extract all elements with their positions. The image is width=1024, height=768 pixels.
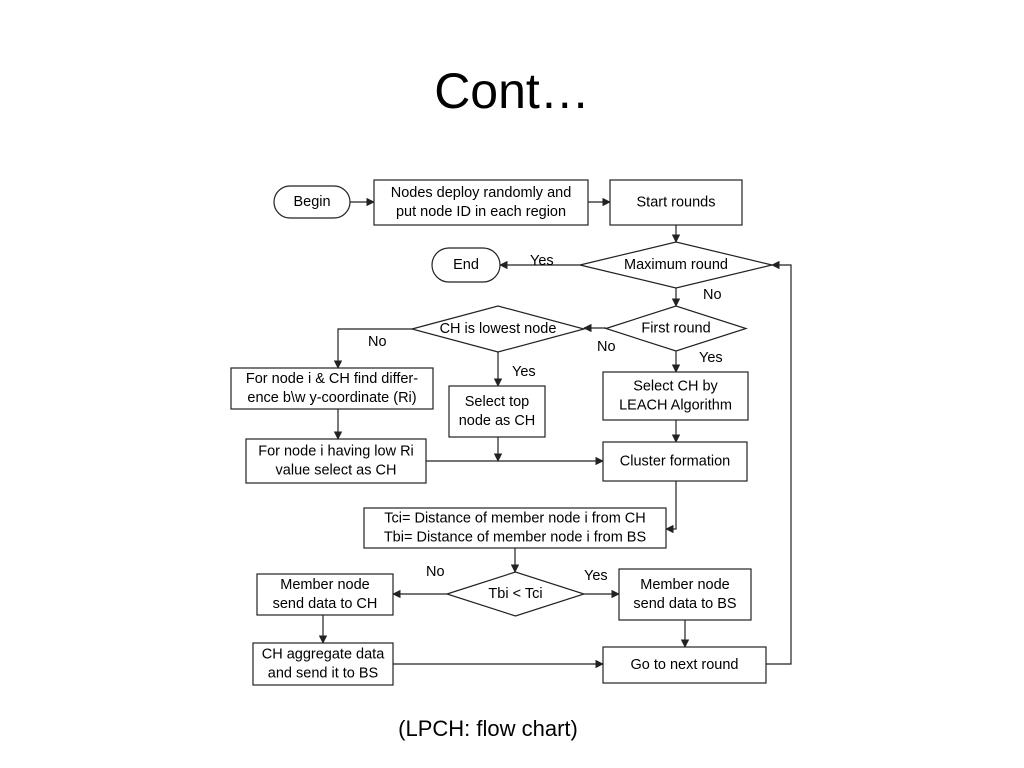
- process-shape: [252, 642, 394, 686]
- edge-cluster-to-distances: [665, 481, 677, 534]
- node-label: End: [453, 257, 479, 273]
- node-next-round: Go to next round: [602, 646, 767, 684]
- node-send-ch: Member node send data to CH: [256, 573, 394, 616]
- node-label: Cluster formation: [620, 454, 730, 470]
- node-label: Go to next round: [630, 657, 738, 673]
- node-label: Select top: [465, 394, 530, 410]
- node-label: Tbi= Distance of member node i from BS: [384, 530, 646, 546]
- edge-label-tbi-no: No: [426, 564, 445, 580]
- node-label: ence b\w y-coordinate (Ri): [247, 390, 416, 406]
- node-low-ri: For node i having low Ri value select as …: [245, 438, 427, 484]
- process-shape: [609, 179, 743, 226]
- node-first-round: First round: [604, 305, 748, 352]
- node-send-bs: Member node send data to BS: [618, 568, 752, 621]
- node-label: For node i having low Ri: [258, 444, 414, 460]
- process-shape: [245, 438, 427, 484]
- node-deploy: Nodes deploy randomly and put node ID in …: [373, 179, 589, 226]
- edge-label-first-yes: Yes: [699, 350, 723, 366]
- decision-shape: [409, 305, 587, 353]
- process-shape: [618, 568, 752, 621]
- edge-lowest-no-to-find: [333, 328, 412, 369]
- decision-shape: [445, 571, 586, 617]
- node-label: Start rounds: [637, 195, 716, 211]
- terminal-shape: [431, 247, 501, 283]
- node-label: put node ID in each region: [396, 204, 566, 220]
- node-label: Member node: [640, 577, 729, 593]
- node-label: Nodes deploy randomly and: [391, 185, 572, 201]
- node-label: node as CH: [459, 413, 536, 429]
- node-cluster-formation: Cluster formation: [602, 441, 748, 482]
- edge-label-tbi-yes: Yes: [584, 568, 608, 584]
- node-label: send data to CH: [273, 596, 378, 612]
- node-start-rounds: Start rounds: [609, 179, 743, 226]
- edge-label-first-no: No: [597, 339, 616, 355]
- node-label: and send it to BS: [268, 666, 378, 682]
- node-label: Maximum round: [624, 257, 728, 273]
- node-label: For node i & CH find differ-: [246, 371, 418, 387]
- node-label: Tci= Distance of member node i from CH: [384, 511, 646, 527]
- decision-shape: [579, 241, 773, 289]
- process-shape: [602, 371, 749, 421]
- node-distances: Tci= Distance of member node i from CH Tb…: [363, 507, 667, 549]
- node-label: Member node: [280, 577, 369, 593]
- process-shape: [230, 367, 434, 410]
- node-label: First round: [641, 321, 710, 337]
- edge-label-lowest-yes: Yes: [512, 364, 536, 380]
- node-label: value select as CH: [276, 463, 397, 479]
- node-label: CH is lowest node: [440, 321, 557, 337]
- node-label: Tbi < Tci: [488, 586, 542, 602]
- edge-next-to-maximum-loop: [766, 260, 792, 665]
- node-find-difference: For node i & CH find differ-ence b\w y-c…: [230, 367, 434, 410]
- node-ch-lowest: CH is lowest node: [409, 305, 587, 353]
- node-aggregate: CH aggregate data and send it to BS: [252, 642, 394, 686]
- edge-label-lowest-no: No: [368, 334, 387, 350]
- node-label: LEACH Algorithm: [619, 398, 732, 414]
- node-label: Begin: [293, 194, 330, 210]
- process-shape: [602, 646, 767, 684]
- edge-label-max-yes: Yes: [530, 253, 554, 269]
- flowchart-caption: (LPCH: flow chart): [398, 716, 578, 741]
- node-label: send data to BS: [633, 596, 736, 612]
- node-leach: Select CH by LEACH Algorithm: [602, 371, 749, 421]
- edge-label-max-no: No: [703, 287, 722, 303]
- node-label: Select CH by: [633, 379, 718, 395]
- node-select-top: Select top node as CH: [448, 385, 546, 438]
- edges: [318, 197, 792, 669]
- decision-shape: [604, 305, 748, 352]
- node-end: End: [431, 247, 501, 283]
- slide-title: Cont…: [434, 63, 590, 119]
- process-shape: [256, 573, 394, 616]
- nodes: Begin Nodes deploy randomly and put node I…: [230, 179, 773, 686]
- process-shape: [373, 179, 589, 226]
- node-label: CH aggregate data: [262, 647, 385, 663]
- process-shape: [448, 385, 546, 438]
- node-tbi-tci: Tbi < Tci: [445, 571, 586, 617]
- node-maximum-round: Maximum round: [579, 241, 773, 289]
- terminal-shape: [273, 185, 351, 219]
- process-shape: [363, 507, 667, 549]
- node-begin: Begin: [273, 185, 351, 219]
- process-shape: [602, 441, 748, 482]
